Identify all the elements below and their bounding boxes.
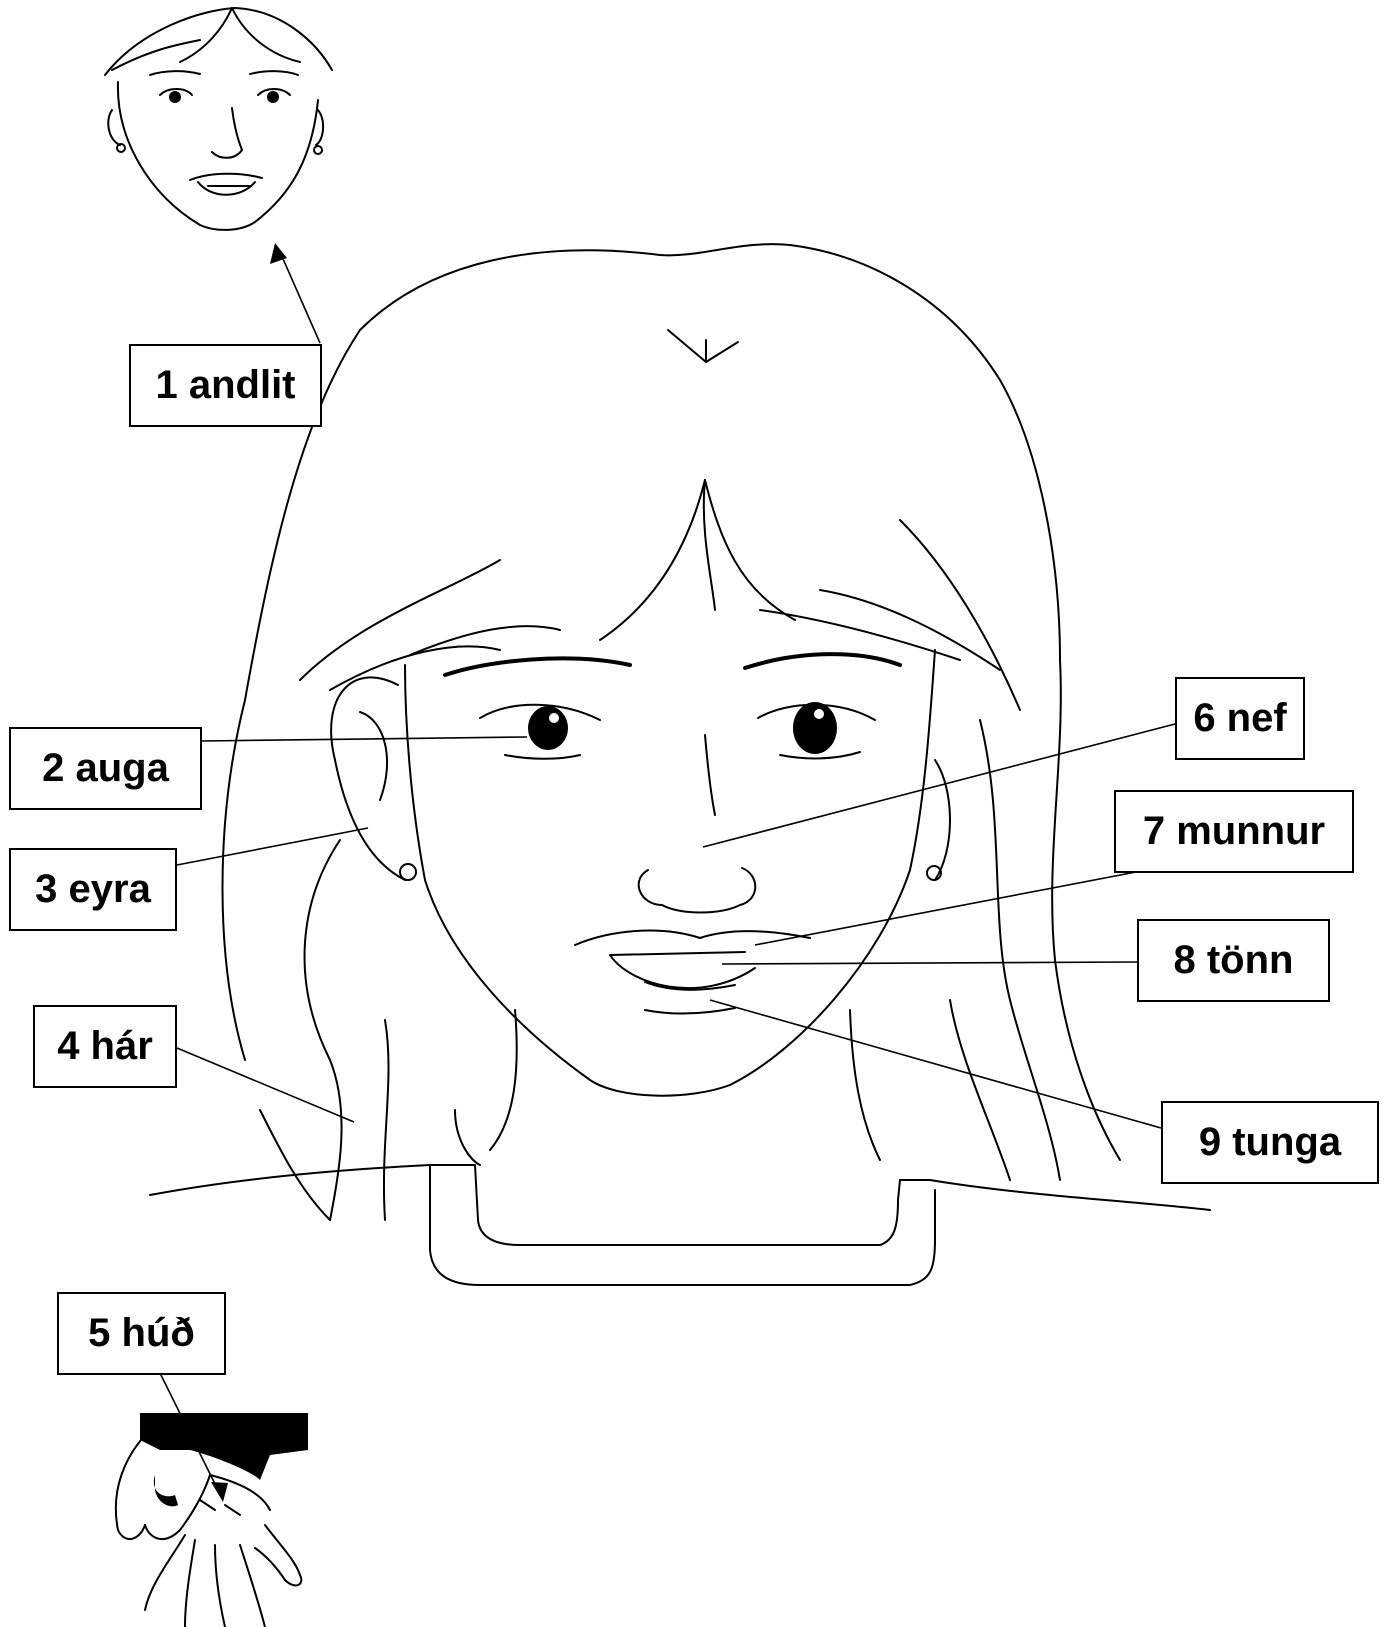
small-face-drawing (105, 8, 332, 230)
label-ear: 3 eyra (9, 848, 177, 931)
label-face: 1 andlit (129, 344, 322, 427)
label-tooth: 8 tönn (1137, 919, 1330, 1002)
label-mouth: 7 munnur (1114, 790, 1354, 873)
label-skin: 5 húð (57, 1292, 226, 1375)
label-tongue: 9 tunga (1161, 1101, 1379, 1184)
hand-pinching-skin-drawing (116, 1413, 308, 1627)
label-pointer-lines (156, 243, 1175, 1502)
label-hair: 4 hár (33, 1005, 177, 1088)
label-nose: 6 nef (1175, 677, 1305, 760)
label-eye: 2 auga (9, 727, 202, 810)
